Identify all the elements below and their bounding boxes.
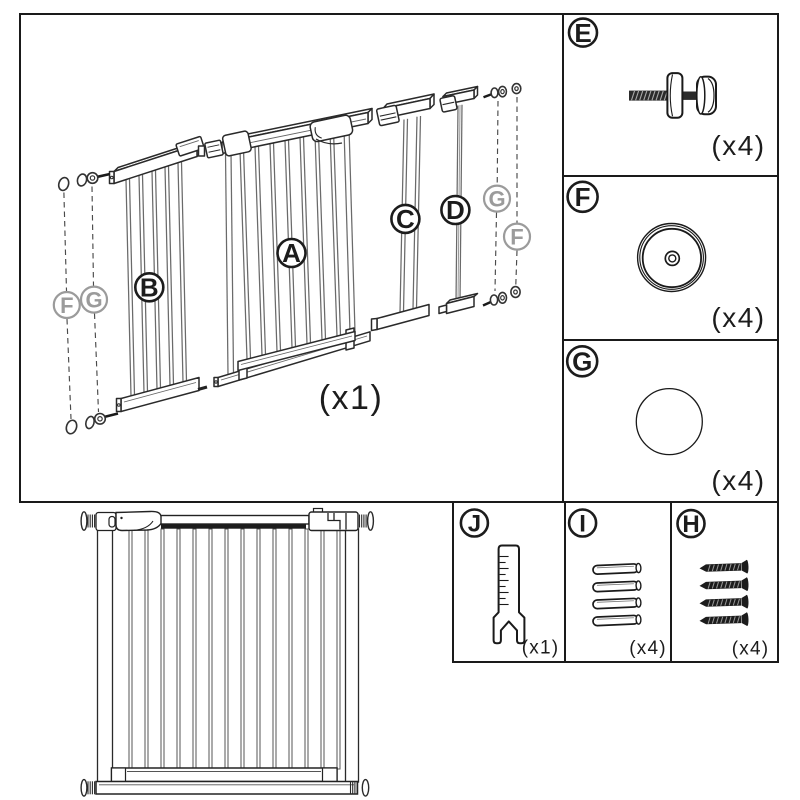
svg-text:(x4): (x4)	[732, 639, 770, 660]
svg-text:H: H	[682, 511, 699, 538]
svg-text:I: I	[579, 511, 586, 538]
svg-text:G: G	[85, 287, 102, 312]
svg-text:A: A	[282, 238, 301, 268]
svg-text:G: G	[572, 347, 592, 377]
svg-text:F: F	[510, 224, 523, 249]
svg-text:D: D	[446, 195, 465, 225]
svg-text:(x4): (x4)	[711, 302, 765, 333]
svg-text:(x4): (x4)	[629, 638, 667, 659]
svg-text:C: C	[396, 204, 415, 234]
svg-text:F: F	[60, 293, 73, 318]
svg-text:E: E	[574, 18, 591, 48]
svg-text:J: J	[468, 511, 481, 538]
svg-text:(x1): (x1)	[319, 379, 384, 417]
svg-text:(x4): (x4)	[711, 130, 765, 161]
svg-text:B: B	[140, 273, 159, 303]
svg-text:G: G	[488, 186, 505, 211]
svg-text:(x4): (x4)	[711, 465, 765, 496]
svg-text:(x1): (x1)	[522, 638, 560, 659]
svg-text:F: F	[575, 182, 591, 212]
